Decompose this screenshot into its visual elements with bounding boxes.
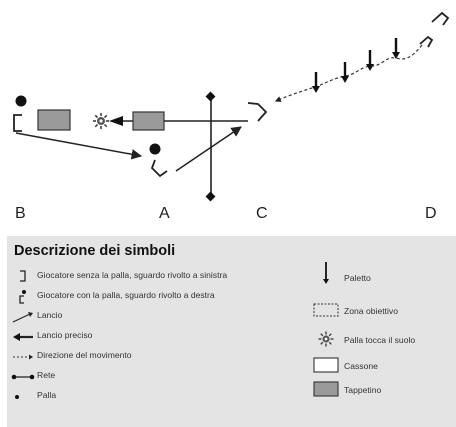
player-with-ball-icon — [19, 290, 26, 304]
legend-item-pole: Paletto — [312, 261, 452, 287]
mat-a — [132, 111, 165, 131]
ball-bounce — [93, 113, 109, 129]
position-label-a: A — [159, 205, 170, 222]
precise-throw-arrow-icon — [13, 333, 33, 341]
precise-throw-c-to-mat — [109, 116, 248, 126]
player-b — [13, 95, 27, 132]
dashed-direction-arrow-icon — [13, 354, 33, 360]
player-d — [419, 11, 450, 48]
player-c — [247, 102, 268, 122]
position-label-d: D — [425, 205, 437, 222]
legend-item-ball-bounce: Palla tocca il suolo — [312, 330, 452, 347]
legend-item-direction: Direzione del movimento — [11, 349, 311, 365]
ball-icon — [15, 395, 19, 399]
legend-item-precise-throw: Lancio preciso — [11, 329, 311, 345]
mat-icon — [313, 381, 339, 397]
pole-icon — [323, 262, 329, 284]
net — [205, 91, 216, 202]
mat-b — [37, 109, 71, 131]
poles — [314, 38, 398, 88]
legend-item-ball: Palla — [11, 389, 311, 405]
legend-item-target-zone: Zona obiettivo — [312, 302, 452, 318]
legend-item-throw: Lancio — [11, 309, 311, 325]
net-icon — [11, 374, 35, 380]
player-a — [149, 143, 168, 178]
position-label-b: B — [15, 205, 26, 222]
movement-path-d-to-c — [274, 44, 423, 102]
box-icon — [313, 357, 339, 373]
legend-item-player-with-ball: Giocatore con la palla, sguardo rivolto … — [11, 289, 311, 305]
throw-a-to-c — [175, 126, 242, 172]
target-zone-icon — [313, 303, 339, 317]
exercise-diagram — [13, 11, 450, 202]
position-label-c: C — [256, 205, 268, 222]
ball-bounce-icon — [318, 331, 334, 347]
throw-b-to-a — [15, 132, 143, 160]
legend-box: Descrizione dei simboli Giocatore senza … — [7, 236, 456, 427]
legend-item-box: Cassone — [312, 357, 452, 373]
legend-title: Descrizione dei simboli — [14, 243, 176, 259]
legend-item-player-without-ball: Giocatore senza la palla, sguardo rivolt… — [11, 269, 311, 285]
player-without-ball-icon — [20, 270, 26, 282]
legend-item-net: Rete — [11, 369, 311, 385]
throw-line-icon — [12, 312, 33, 323]
legend-item-mat: Tappetino — [312, 381, 452, 397]
